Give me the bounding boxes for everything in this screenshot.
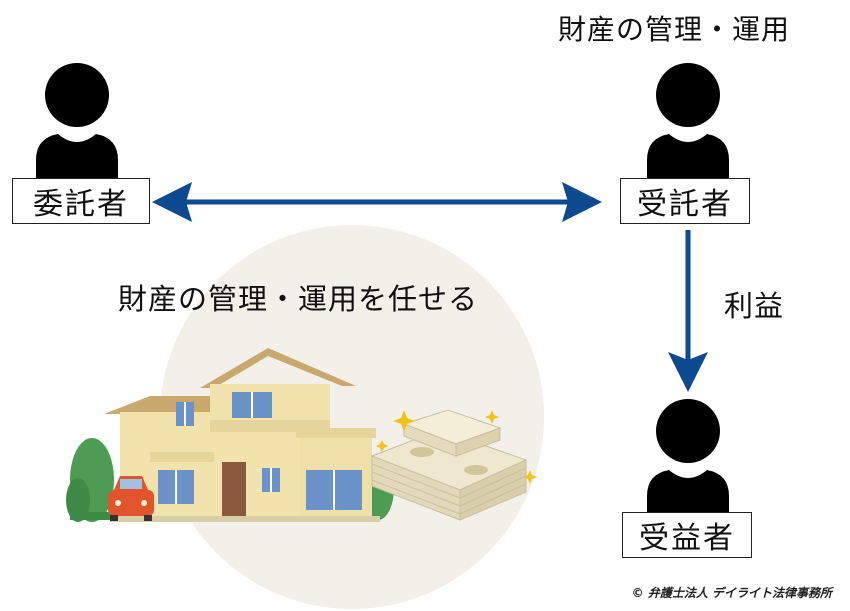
arrow-trustee-beneficiary — [668, 230, 708, 392]
trustee-label: 受託者 — [620, 178, 750, 224]
beneficiary-label: 受益者 — [622, 512, 752, 558]
double-arrow-settlor-trustee — [152, 182, 602, 222]
center-caption: 財産の管理・運用を任せる — [118, 282, 479, 316]
settlor-person-icon — [36, 63, 118, 178]
top-caption: 財産の管理・運用 — [558, 13, 791, 46]
settlor-label: 委託者 — [12, 178, 150, 224]
money-stack-icon — [370, 409, 537, 521]
car-icon — [108, 476, 154, 521]
tree-icon — [66, 438, 118, 522]
trustee-person-icon — [647, 63, 729, 178]
copyright-footer: © 弁護士法人 デイライト法律事務所 — [631, 586, 832, 600]
benefit-label: 利益 — [724, 289, 785, 323]
beneficiary-person-icon — [647, 399, 729, 514]
